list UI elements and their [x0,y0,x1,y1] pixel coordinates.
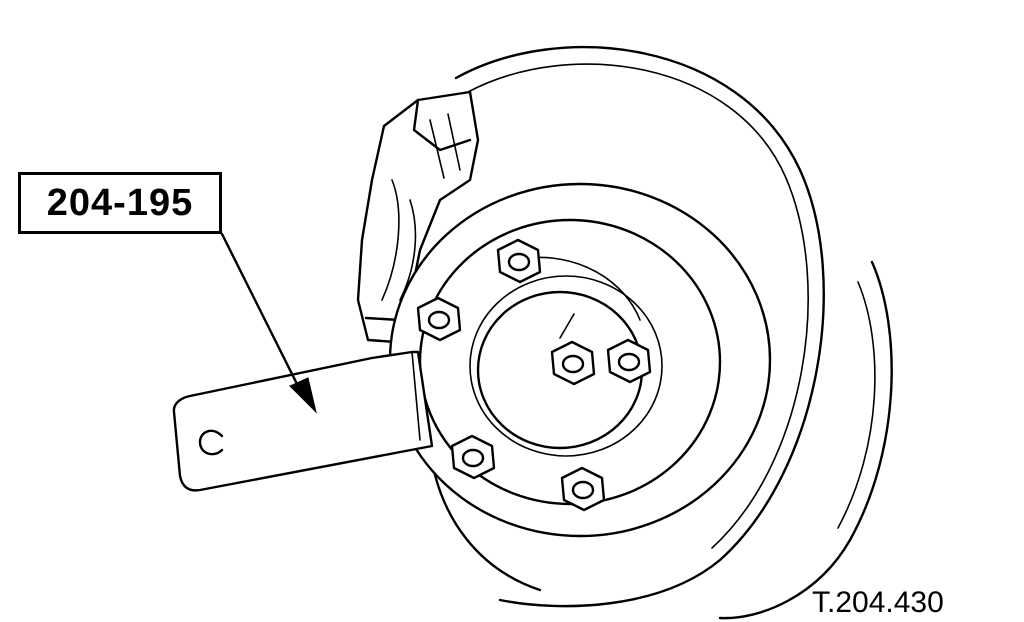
wheel-nut [416,296,462,342]
center-nut [550,313,596,386]
wheel-nuts [416,238,652,512]
part-number-label: 204-195 [46,181,194,224]
leader-arrow [220,232,317,414]
figure-reference-code: T.204.430 [812,586,944,619]
wheel-nut [496,238,542,284]
part-number-callout: 204-195 [18,172,222,234]
wheel-nut [450,434,496,480]
holding-tool [172,350,434,492]
wheel-nut [560,466,606,512]
wheel-nut [606,338,652,384]
